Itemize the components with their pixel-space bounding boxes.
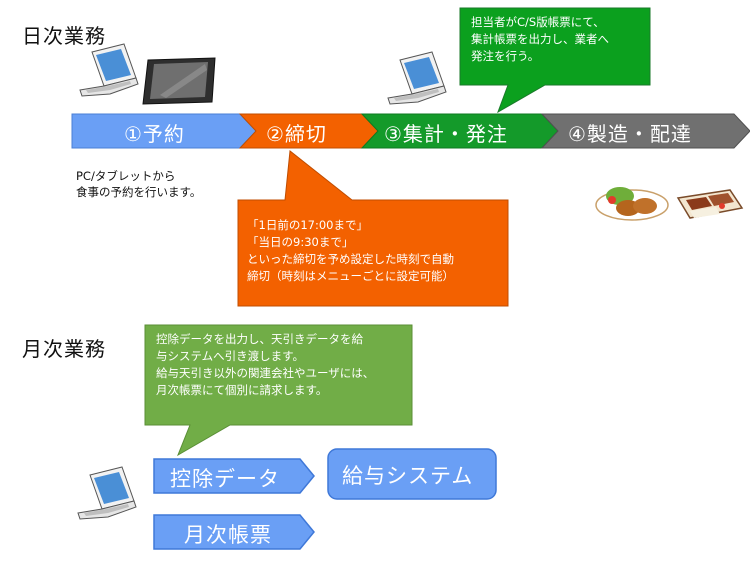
- payroll-system-box: [327, 448, 497, 500]
- monthly-callout-shape: [144, 324, 413, 457]
- laptop-icon: [79, 43, 139, 97]
- laptop-icon: [77, 466, 137, 520]
- meal-plate-icon: [595, 187, 669, 221]
- reservation-note-line: PC/タブレットから: [76, 169, 176, 183]
- deadline-callout-shape: [237, 150, 509, 307]
- monthly-report-label: 月次帳票: [184, 523, 272, 547]
- deduction-data-box: [153, 458, 315, 494]
- monthly-section-title: 月次業務: [22, 337, 106, 361]
- flow-step-label: ②締切: [266, 122, 327, 146]
- flow-step-label: ①予約: [124, 122, 185, 146]
- reservation-note: PC/タブレットから 食事の予約を行います。: [76, 168, 201, 200]
- monthly-report-box: [153, 514, 315, 550]
- monthly-callout-text: 控除データを出力し、天引きデータを給 与システムへ引き渡します。 給与天引き以外…: [156, 332, 375, 397]
- flow-step-manufacture-deliver: [540, 113, 750, 149]
- flow-step-label: ④製造・配達: [568, 122, 692, 146]
- order-callout-text: 担当者がC/S版帳票にて、 集計帳票を出力し、業者へ 発注を行う。: [471, 15, 609, 63]
- laptop-icon: [387, 51, 447, 105]
- payroll-system-label: 給与システム: [342, 464, 474, 488]
- deadline-callout-text: 「1日前の17:00まで」 「当日の9:30まで」 といった締切を予め設定した時…: [247, 218, 454, 283]
- deduction-data-label: 控除データ: [170, 467, 280, 491]
- flow-step-label: ③集計・発注: [384, 122, 508, 146]
- bento-box-icon: [676, 189, 744, 219]
- order-callout-shape: [459, 7, 651, 114]
- tablet-icon: [142, 57, 216, 105]
- reservation-note-line: 食事の予約を行います。: [76, 185, 202, 199]
- daily-section-title: 日次業務: [22, 24, 106, 48]
